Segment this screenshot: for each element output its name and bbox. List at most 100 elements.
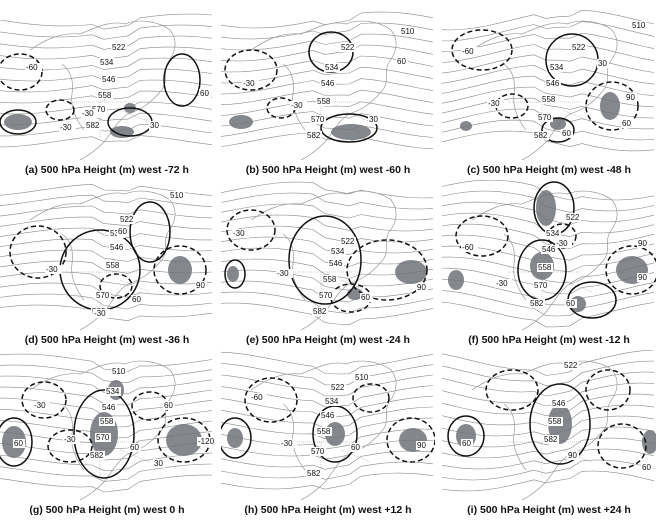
height-contour-line [221, 374, 434, 397]
anomaly-label-bg [33, 401, 50, 410]
panel-caption: (h) 500 hPa Height (m) west +12 h [244, 504, 412, 516]
height-label: 522 [120, 215, 134, 224]
height-contour-line [0, 13, 213, 30]
negative-anomaly-contour [153, 245, 207, 295]
negative-anomaly-contour [386, 417, 435, 463]
height-label: 558 [100, 417, 114, 426]
anomaly-label-bg [416, 441, 428, 450]
anomaly-label-bg [461, 47, 478, 56]
height-label-bg [551, 399, 567, 408]
height-contour-line [221, 439, 434, 460]
height-label-bg [543, 435, 559, 444]
anomaly-label: -30 [60, 123, 72, 132]
anomaly-label-bg [63, 435, 80, 444]
panel-caption: (g) 500 hPa Height (m) west 0 h [29, 504, 185, 516]
shaded-anomaly-regions [4, 103, 136, 138]
height-label-bg [565, 213, 581, 222]
anomaly-label-bg [567, 451, 579, 460]
height-label-bg [537, 263, 553, 272]
height-contour-line [221, 121, 434, 138]
height-contour-line [221, 406, 434, 429]
positive-anomaly-contour [221, 417, 252, 459]
anomaly-label: -30 [291, 101, 303, 110]
height-label: 510 [632, 21, 646, 30]
panel-caption: (d) 500 hPa Height (m) west -36 h [24, 334, 190, 346]
height-contour-line [442, 64, 655, 85]
anomaly-label-bg [163, 401, 175, 410]
height-contour-line [0, 35, 213, 50]
anomaly-label: 60 [14, 439, 23, 448]
height-label-bg [99, 58, 115, 67]
anomaly-label-bg [561, 129, 573, 138]
height-contour-line [442, 97, 655, 119]
anomaly-label-bg [197, 437, 214, 446]
anomaly-label-bg [350, 443, 362, 452]
panel-caption: (f) 500 hPa Height (m) west -12 h [468, 334, 630, 346]
shaded-region [4, 114, 32, 130]
height-label-bg [324, 63, 340, 72]
height-label-bg [563, 361, 579, 370]
anomaly-label-bg [641, 463, 653, 472]
coastline [29, 190, 176, 330]
height-contour-line [221, 258, 434, 279]
negative-anomaly-contour [21, 381, 67, 419]
shaded-region [460, 121, 472, 131]
height-label-bg [316, 97, 332, 106]
negative-anomaly-contour [346, 239, 428, 301]
height-contour-line [442, 44, 655, 63]
anomaly-label-bg [199, 89, 211, 98]
height-label-bg [310, 447, 326, 456]
anomaly-label: -30 [243, 79, 255, 88]
anomaly-label: 60 [642, 463, 651, 472]
height-contour-line [0, 135, 213, 148]
anomaly-label-bg [13, 439, 25, 448]
anomaly-label: -30 [82, 109, 94, 118]
anomaly-label: 60 [164, 401, 173, 410]
height-contour-line [442, 290, 655, 317]
anomaly-label: -30 [488, 99, 500, 108]
height-contour-line [442, 350, 655, 376]
shaded-anomaly-regions [227, 260, 427, 300]
anomaly-label-bg [276, 269, 293, 278]
anomaly-label-bg [625, 93, 637, 102]
anomaly-label: -30 [94, 309, 106, 318]
height-contour-line [0, 46, 213, 60]
coastline [471, 360, 618, 500]
anomaly-label-bg [637, 273, 649, 282]
height-label: 570 [534, 281, 548, 290]
height-label: 522 [564, 361, 578, 370]
height-contour-line [442, 234, 655, 261]
height-label-bg [119, 215, 135, 224]
anomaly-label: -60 [251, 393, 263, 402]
height-label: 558 [317, 427, 331, 436]
height-label: 522 [341, 237, 355, 246]
panel-caption: (b) 500 hPa Height (m) west -60 h [245, 164, 411, 176]
height-contour-line [0, 227, 212, 241]
height-label: 546 [329, 259, 343, 268]
height-label: 582 [86, 121, 100, 130]
negative-anomaly-contour [455, 215, 509, 257]
shaded-region [642, 430, 656, 454]
shaded-region [536, 190, 556, 226]
height-contour-line [221, 181, 434, 199]
height-contour-line [221, 22, 434, 40]
anomaly-label-bg [250, 393, 267, 402]
height-contour-line [221, 11, 434, 29]
negative-anomaly-contour [99, 273, 133, 299]
anomaly-label: -30 [64, 435, 76, 444]
height-contour-line [0, 238, 213, 252]
coastline [250, 20, 397, 160]
anomaly-label: -30 [233, 229, 245, 238]
height-label: 510 [112, 367, 126, 376]
